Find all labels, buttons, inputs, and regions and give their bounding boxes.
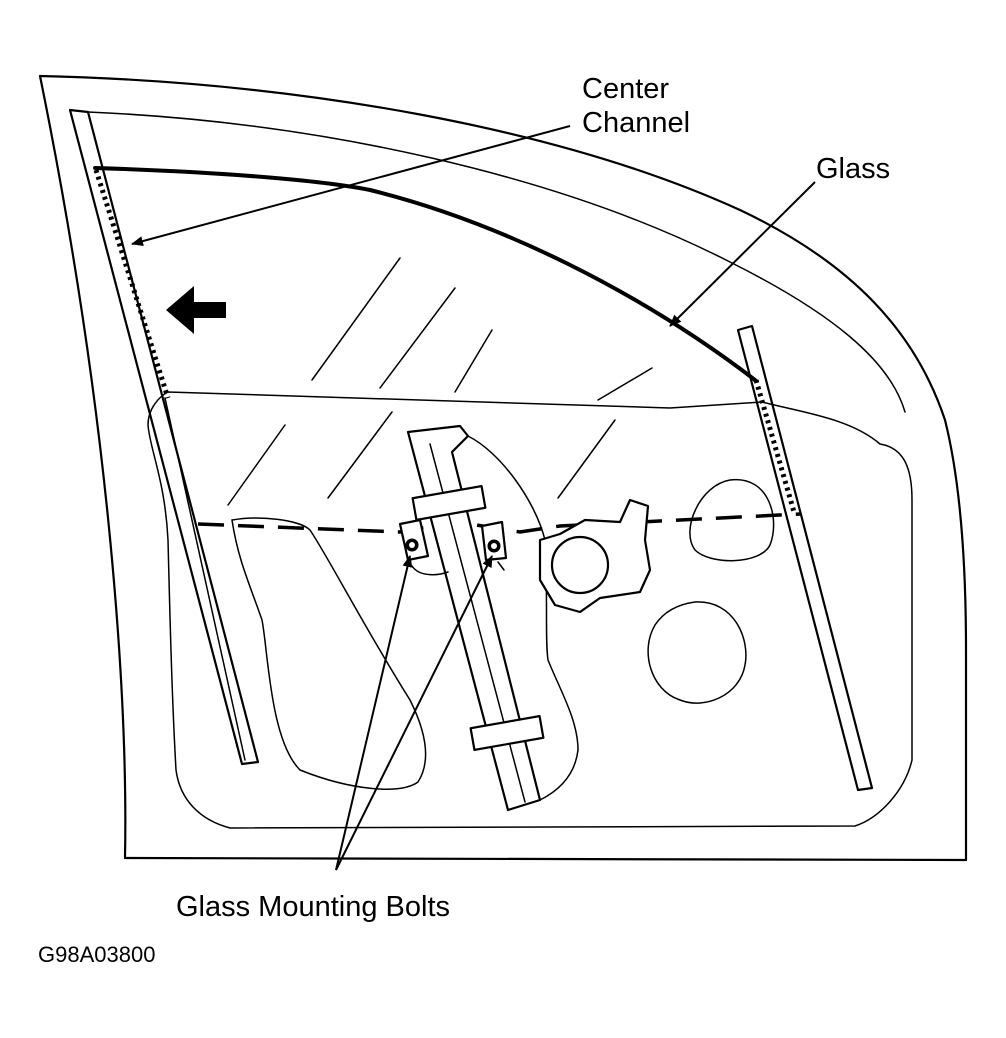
label-glass-mounting-bolts: Glass Mounting Bolts [176, 891, 451, 923]
bolt-leader-right [335, 555, 493, 871]
label-center-channel: Center Channel [582, 73, 691, 139]
rear-channel-dots [753, 379, 797, 513]
rail-clamp-upper [411, 484, 487, 522]
inner-panel-edge [164, 397, 246, 761]
label-glass: Glass [816, 153, 891, 185]
regulator-rail [406, 424, 542, 812]
bolt-bracket [411, 561, 505, 576]
glass-reflections [227, 257, 653, 506]
motor-gear [550, 535, 610, 595]
inner-door-panel [147, 391, 913, 829]
access-cutout-left [231, 517, 427, 790]
glass-top-edge [93, 166, 757, 382]
center-channel-rail [68, 108, 260, 766]
bolt-leader-left [335, 555, 413, 871]
center-channel-dots [93, 169, 171, 399]
rail-clamp-lower [469, 714, 545, 752]
glass-leader [669, 181, 816, 327]
door-outer-frame [38, 74, 968, 862]
mounting-bolt-right [480, 520, 508, 562]
rear-channel-rail [736, 324, 874, 792]
mounting-bolt-left [398, 518, 430, 562]
arrow-left-icon [166, 286, 226, 334]
figure-code: G98A03800 [38, 942, 156, 967]
center-channel-leader [131, 125, 571, 246]
panel-hole-upper [689, 479, 775, 562]
window-frame-inner [87, 111, 906, 413]
regulator-housing [467, 435, 579, 801]
panel-hole-lower [647, 601, 747, 704]
